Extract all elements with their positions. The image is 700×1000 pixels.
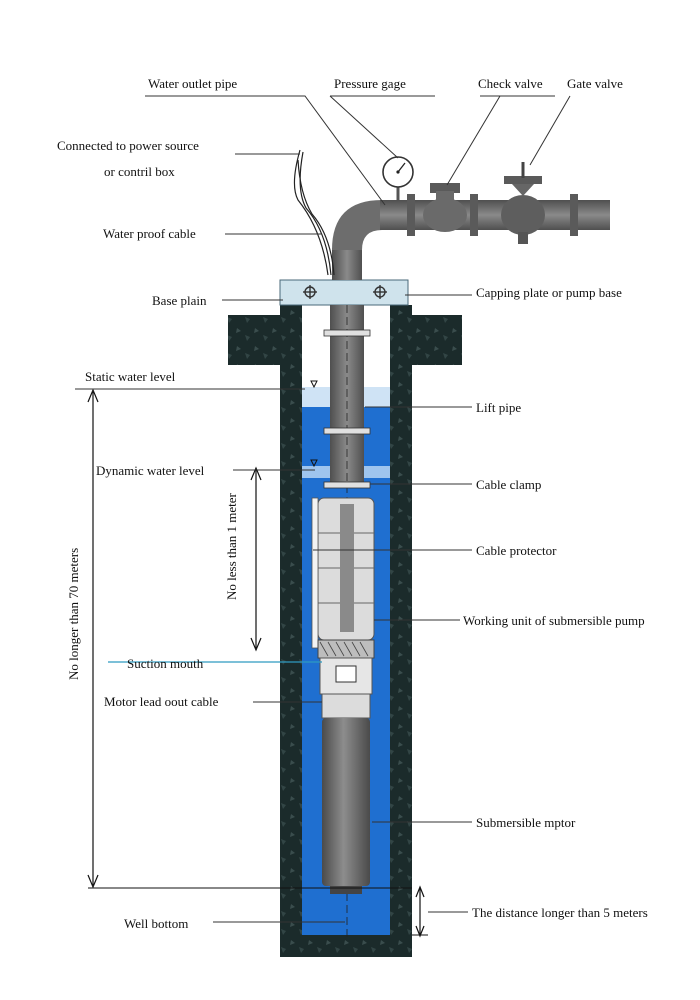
label-motor-lead-cable: Motor lead oout cable bbox=[104, 694, 219, 709]
labels: Water outlet pipe Pressure gage Check va… bbox=[57, 76, 648, 931]
label-static-water-level: Static water level bbox=[85, 369, 176, 384]
label-pressure-gage: Pressure gage bbox=[334, 76, 406, 91]
leader-lines bbox=[75, 95, 571, 923]
suction-mouth-grille bbox=[317, 639, 375, 659]
label-gate-valve: Gate valve bbox=[567, 76, 623, 91]
label-check-valve: Check valve bbox=[478, 76, 543, 91]
label-base-plain: Base plain bbox=[152, 293, 207, 308]
flange-1 bbox=[407, 194, 415, 236]
pump-working-unit bbox=[311, 497, 375, 695]
water-outlet-pipe bbox=[332, 194, 610, 280]
label-dynamic-water-level: Dynamic water level bbox=[96, 463, 205, 478]
label-capping-plate: Capping plate or pump base bbox=[476, 285, 622, 300]
check-valve bbox=[423, 183, 467, 232]
label-submersible-motor: Submersible mptor bbox=[476, 815, 576, 830]
well-wall-left bbox=[280, 305, 302, 945]
well-collar bbox=[228, 305, 462, 365]
label-distance-5m: The distance longer than 5 meters bbox=[472, 905, 648, 920]
flange-3 bbox=[570, 194, 578, 236]
well-wall-right bbox=[390, 305, 412, 945]
cable-clamp-2 bbox=[323, 427, 371, 435]
label-no-longer-70m: No longer than 70 meters bbox=[66, 548, 81, 680]
flange-2 bbox=[470, 194, 478, 236]
bolt-right bbox=[373, 285, 387, 299]
label-cable-clamp: Cable clamp bbox=[476, 477, 541, 492]
capping-plate bbox=[279, 279, 409, 306]
cable-protector bbox=[311, 497, 319, 649]
label-lift-pipe: Lift pipe bbox=[476, 400, 521, 415]
label-water-outlet-pipe: Water outlet pipe bbox=[148, 76, 237, 91]
water-proof-cable bbox=[293, 149, 335, 276]
label-no-less-1m: No less than 1 meter bbox=[224, 492, 239, 600]
label-water-proof-cable: Water proof cable bbox=[103, 226, 196, 241]
label-power-source-2: or contril box bbox=[104, 164, 175, 179]
water-level-markers bbox=[310, 380, 318, 468]
label-well-bottom: Well bottom bbox=[124, 916, 188, 931]
dimension-1m bbox=[250, 466, 262, 652]
dimension-5m bbox=[412, 885, 428, 938]
label-working-unit: Working unit of submersible pump bbox=[463, 613, 645, 628]
submersible-motor bbox=[321, 693, 371, 894]
gate-valve bbox=[501, 162, 545, 244]
dimension-70m bbox=[87, 388, 412, 889]
lift-pipe bbox=[323, 305, 371, 940]
cable-clamp-1 bbox=[323, 329, 371, 337]
bolt-left bbox=[303, 285, 317, 299]
label-suction-mouth: Suction mouth bbox=[127, 656, 204, 671]
label-cable-protector: Cable protector bbox=[476, 543, 557, 558]
well-floor bbox=[280, 935, 412, 957]
label-power-source-1: Connected to power source bbox=[57, 138, 199, 153]
cable-clamp-3 bbox=[323, 481, 371, 489]
pressure-gage bbox=[382, 156, 414, 200]
